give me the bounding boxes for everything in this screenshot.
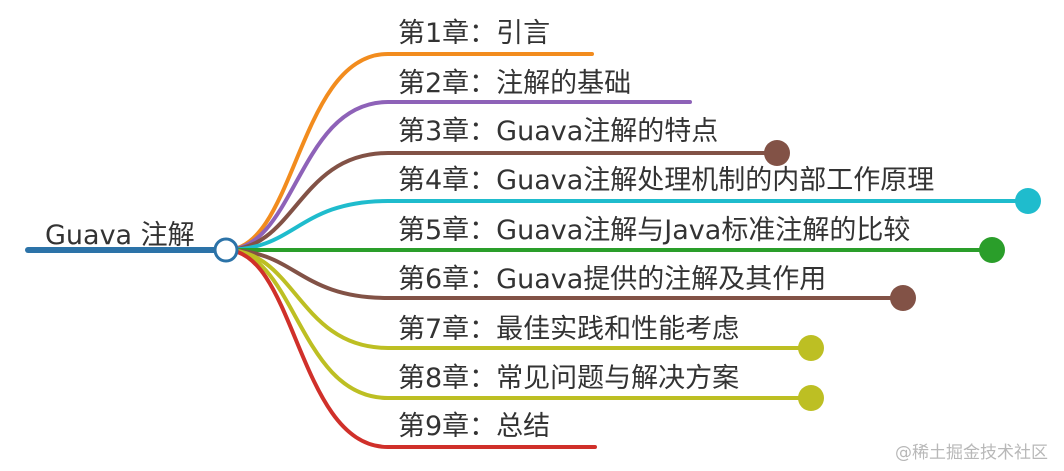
branch-2 <box>224 100 692 252</box>
branch-label-chapter-8[interactable]: 第8章：常见问题与解决方案 <box>398 363 740 394</box>
branch-collapse-dot-3[interactable] <box>764 140 790 166</box>
branch-7 <box>224 248 824 361</box>
branch-collapse-dot-8[interactable] <box>798 385 824 411</box>
branch-label-chapter-4[interactable]: 第4章：Guava注解处理机制的内部工作原理 <box>398 165 935 196</box>
branch-connector-6 <box>224 248 905 300</box>
branch-1 <box>224 52 594 252</box>
branch-collapse-dot-4[interactable] <box>1015 188 1041 214</box>
branch-collapse-dot-5[interactable] <box>979 237 1005 263</box>
branch-connector-7 <box>224 248 813 350</box>
branch-5 <box>224 237 1005 263</box>
branch-3 <box>224 140 790 252</box>
branch-collapse-dot-7[interactable] <box>798 335 824 361</box>
root-topic-label[interactable]: Guava 注解 <box>45 220 195 251</box>
root-node-circle[interactable] <box>213 237 239 263</box>
branch-connector-4 <box>224 199 1030 252</box>
branch-6 <box>224 248 916 311</box>
branch-connector-3 <box>224 151 779 252</box>
branch-label-chapter-5[interactable]: 第5章：Guava注解与Java标准注解的比较 <box>398 215 911 246</box>
branch-connector-2 <box>224 100 692 252</box>
branch-label-chapter-1[interactable]: 第1章：引言 <box>398 18 551 49</box>
branch-label-chapter-6[interactable]: 第6章：Guava提供的注解及其作用 <box>398 264 827 295</box>
branch-label-chapter-2[interactable]: 第2章：注解的基础 <box>398 68 632 99</box>
branch-connector-1 <box>224 52 594 252</box>
branch-connector-9 <box>224 248 597 449</box>
branch-collapse-dot-6[interactable] <box>890 285 916 311</box>
branch-9 <box>224 248 597 449</box>
branch-label-chapter-7[interactable]: 第7章：最佳实践和性能考虑 <box>398 314 740 345</box>
branch-label-chapter-3[interactable]: 第3章：Guava注解的特点 <box>398 116 719 147</box>
watermark-text: @稀土掘金技术社区 <box>895 443 1048 463</box>
branch-4 <box>224 188 1041 252</box>
branch-label-chapter-9[interactable]: 第9章：总结 <box>398 411 551 442</box>
